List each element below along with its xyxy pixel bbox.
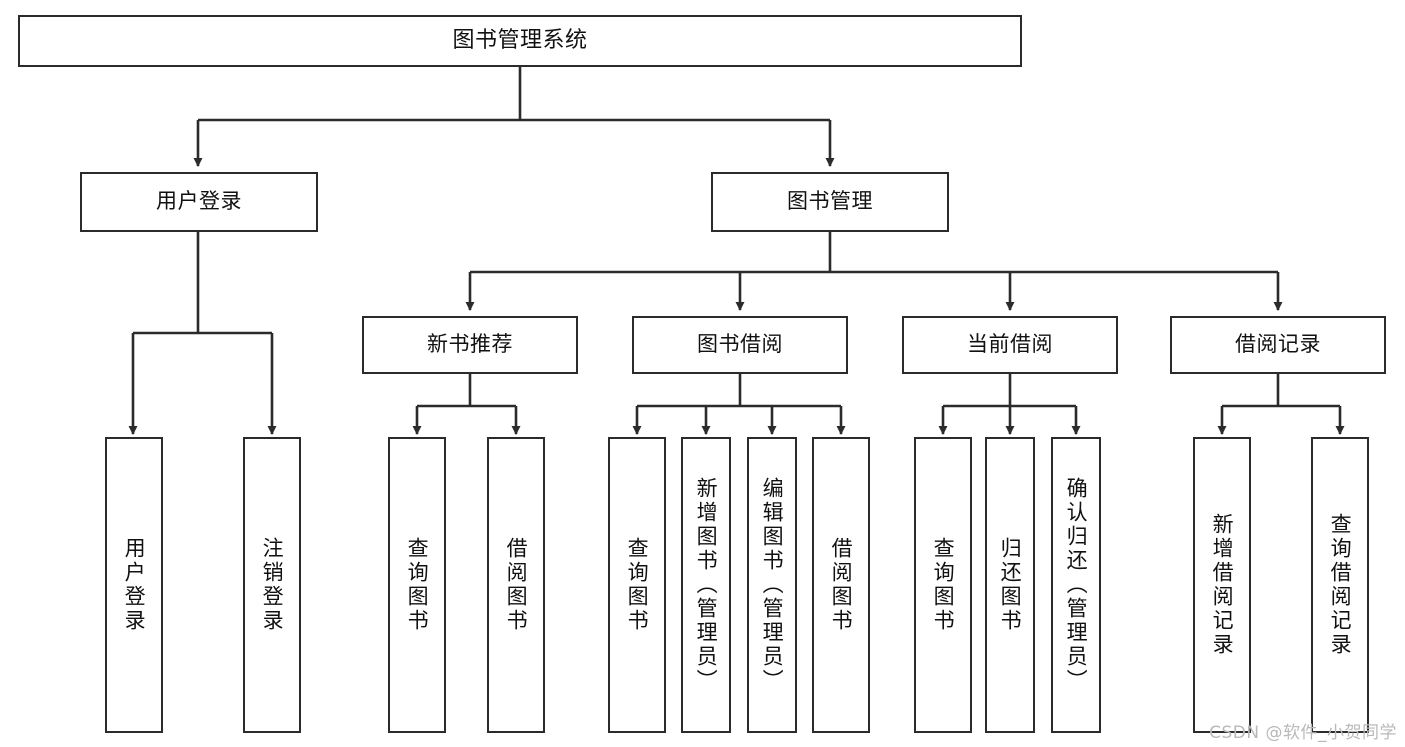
leaf-logout-login[interactable]: 注销登录 — [243, 437, 301, 733]
node-label: 借阅记录 — [1235, 332, 1321, 357]
leaf-confirm-return-admin[interactable]: 确认归还（管理员） — [1051, 437, 1101, 733]
node-label: 借阅图书 — [504, 537, 529, 633]
node-label: 新增借阅记录 — [1210, 513, 1235, 657]
node-label: 图书管理系统 — [452, 27, 588, 53]
leaf-query-book-current[interactable]: 查询图书 — [914, 437, 972, 733]
node-book-borrow[interactable]: 图书借阅 — [632, 316, 848, 374]
node-label: 注销登录 — [260, 537, 285, 633]
node-label: 确认归还（管理员） — [1064, 477, 1089, 693]
leaf-return-book[interactable]: 归还图书 — [985, 437, 1035, 733]
node-root-book-management-system[interactable]: 图书管理系统 — [18, 15, 1022, 67]
node-label: 查询图书 — [931, 537, 956, 633]
leaf-query-book-recommend[interactable]: 查询图书 — [388, 437, 446, 733]
node-label: 图书管理 — [787, 189, 873, 214]
node-label: 用户登录 — [122, 537, 147, 633]
leaf-query-borrow-record[interactable]: 查询借阅记录 — [1311, 437, 1369, 733]
node-label: 新书推荐 — [427, 332, 513, 357]
node-label: 查询图书 — [625, 537, 650, 633]
leaf-borrow-book[interactable]: 借阅图书 — [812, 437, 870, 733]
leaf-add-borrow-record[interactable]: 新增借阅记录 — [1193, 437, 1251, 733]
node-label: 新增图书（管理员） — [694, 477, 719, 693]
node-user-login[interactable]: 用户登录 — [80, 172, 318, 232]
leaf-user-login[interactable]: 用户登录 — [105, 437, 163, 733]
node-label: 查询图书 — [405, 537, 430, 633]
leaf-add-book-admin[interactable]: 新增图书（管理员） — [681, 437, 731, 733]
node-borrow-record[interactable]: 借阅记录 — [1170, 316, 1386, 374]
node-label: 图书借阅 — [697, 332, 783, 357]
node-label: 用户登录 — [156, 189, 242, 214]
leaf-edit-book-admin[interactable]: 编辑图书（管理员） — [747, 437, 797, 733]
node-label: 借阅图书 — [829, 537, 854, 633]
csdn-watermark: CSDN @软件_小贺同学 — [1209, 723, 1397, 743]
node-new-book-recommend[interactable]: 新书推荐 — [362, 316, 578, 374]
node-label: 编辑图书（管理员） — [760, 477, 785, 693]
leaf-query-book-borrow[interactable]: 查询图书 — [608, 437, 666, 733]
leaf-borrow-book-recommend[interactable]: 借阅图书 — [487, 437, 545, 733]
node-label: 查询借阅记录 — [1328, 513, 1353, 657]
node-current-borrow[interactable]: 当前借阅 — [902, 316, 1118, 374]
node-label: 归还图书 — [998, 537, 1023, 633]
node-label: 当前借阅 — [967, 332, 1053, 357]
node-book-management[interactable]: 图书管理 — [711, 172, 949, 232]
